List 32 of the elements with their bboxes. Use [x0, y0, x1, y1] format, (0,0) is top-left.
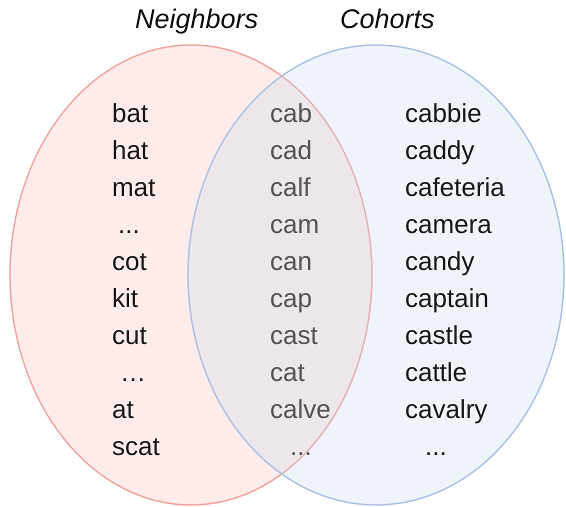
ellipsis-text: …: [120, 357, 146, 387]
word-label: cap: [270, 283, 312, 313]
word-label: camera: [405, 209, 492, 239]
set-heading: Cohorts: [340, 4, 435, 35]
word-label: cattle: [405, 357, 468, 387]
word-label: scat: [112, 431, 160, 461]
word-label: cam: [270, 209, 320, 239]
word-label: cast: [270, 320, 318, 350]
word-label: can: [270, 246, 312, 276]
word-label: castle: [405, 320, 473, 350]
word-label: kit: [112, 283, 138, 313]
ellipsis-text: ...: [425, 431, 447, 461]
word-label: bat: [112, 98, 148, 128]
word-label: cat: [270, 357, 305, 387]
word-label: candy: [405, 246, 474, 276]
word-label: calve: [270, 394, 331, 424]
word-label: cabbie: [405, 98, 482, 128]
word-label: cab: [270, 98, 312, 128]
set-heading: Neighbors: [135, 4, 258, 35]
word-label: cad: [270, 135, 312, 165]
word-label: at: [112, 394, 134, 424]
word-label: hat: [112, 135, 148, 165]
word-label: caddy: [405, 135, 474, 165]
ellipsis-text: ...: [118, 209, 140, 239]
word-label: calf: [270, 172, 310, 202]
word-label: captain: [405, 283, 489, 313]
word-label: cot: [112, 246, 147, 276]
word-label: cut: [112, 320, 147, 350]
ellipsis-text: ...: [290, 431, 312, 461]
word-label: cafeteria: [405, 172, 505, 202]
word-label: mat: [112, 172, 156, 202]
word-label: cavalry: [405, 394, 488, 424]
